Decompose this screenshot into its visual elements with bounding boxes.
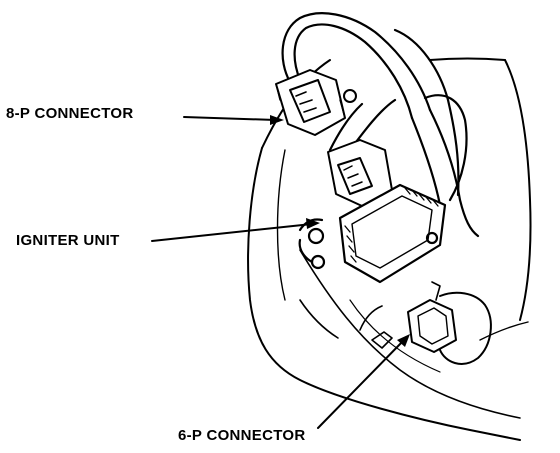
wiring-harness (281, 12, 480, 238)
label-igniter-unit: IGNITER UNIT (16, 232, 120, 249)
connector-8p-shape (275, 69, 357, 136)
label-8p-connector: 8-P CONNECTOR (6, 105, 134, 122)
connector-6p-shape (407, 281, 492, 365)
igniter-unit-shape (298, 183, 447, 284)
mount-details (299, 299, 393, 349)
label-6p-connector: 6-P CONNECTOR (178, 427, 306, 444)
connector-8p-mate (327, 139, 393, 207)
leader-lines (151, 115, 410, 429)
distributor-housing (247, 57, 532, 441)
